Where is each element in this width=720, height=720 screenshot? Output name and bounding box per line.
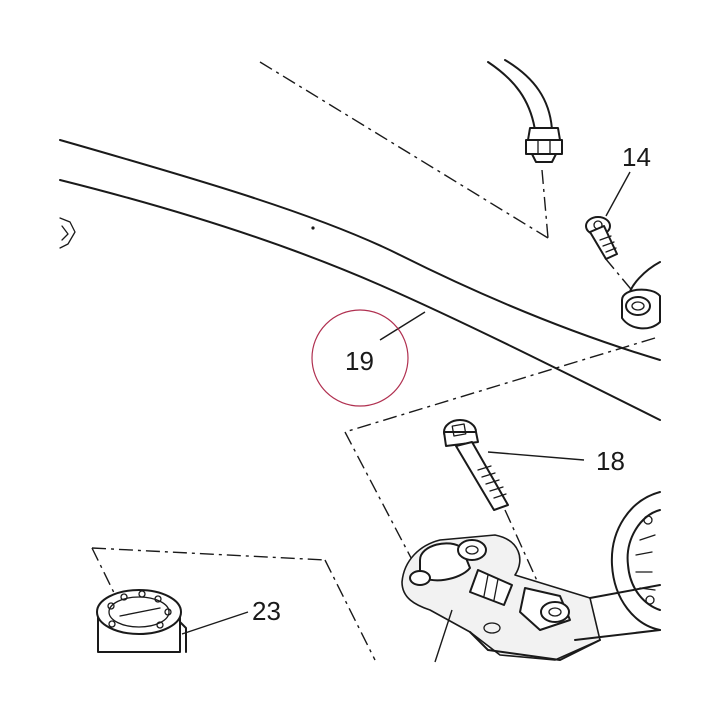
hose-with-fitting xyxy=(487,59,563,163)
leader-lines xyxy=(181,171,631,635)
label-part-19: 19 xyxy=(345,346,374,376)
label-part-14: 14 xyxy=(622,142,651,172)
left-clip-fragment xyxy=(59,217,76,249)
mount-boss xyxy=(621,261,661,330)
alignment-lines xyxy=(91,61,656,661)
clamp-bracket-assembly xyxy=(401,534,661,663)
bolt-part-18 xyxy=(443,419,509,511)
bolt-part-14 xyxy=(585,216,618,260)
highlight-circle xyxy=(311,309,409,407)
rod-part-19 xyxy=(59,139,661,421)
cap-part-23 xyxy=(96,589,187,653)
label-part-23: 23 xyxy=(252,596,281,626)
right-edge-component xyxy=(610,491,661,631)
label-part-18: 18 xyxy=(596,446,625,476)
